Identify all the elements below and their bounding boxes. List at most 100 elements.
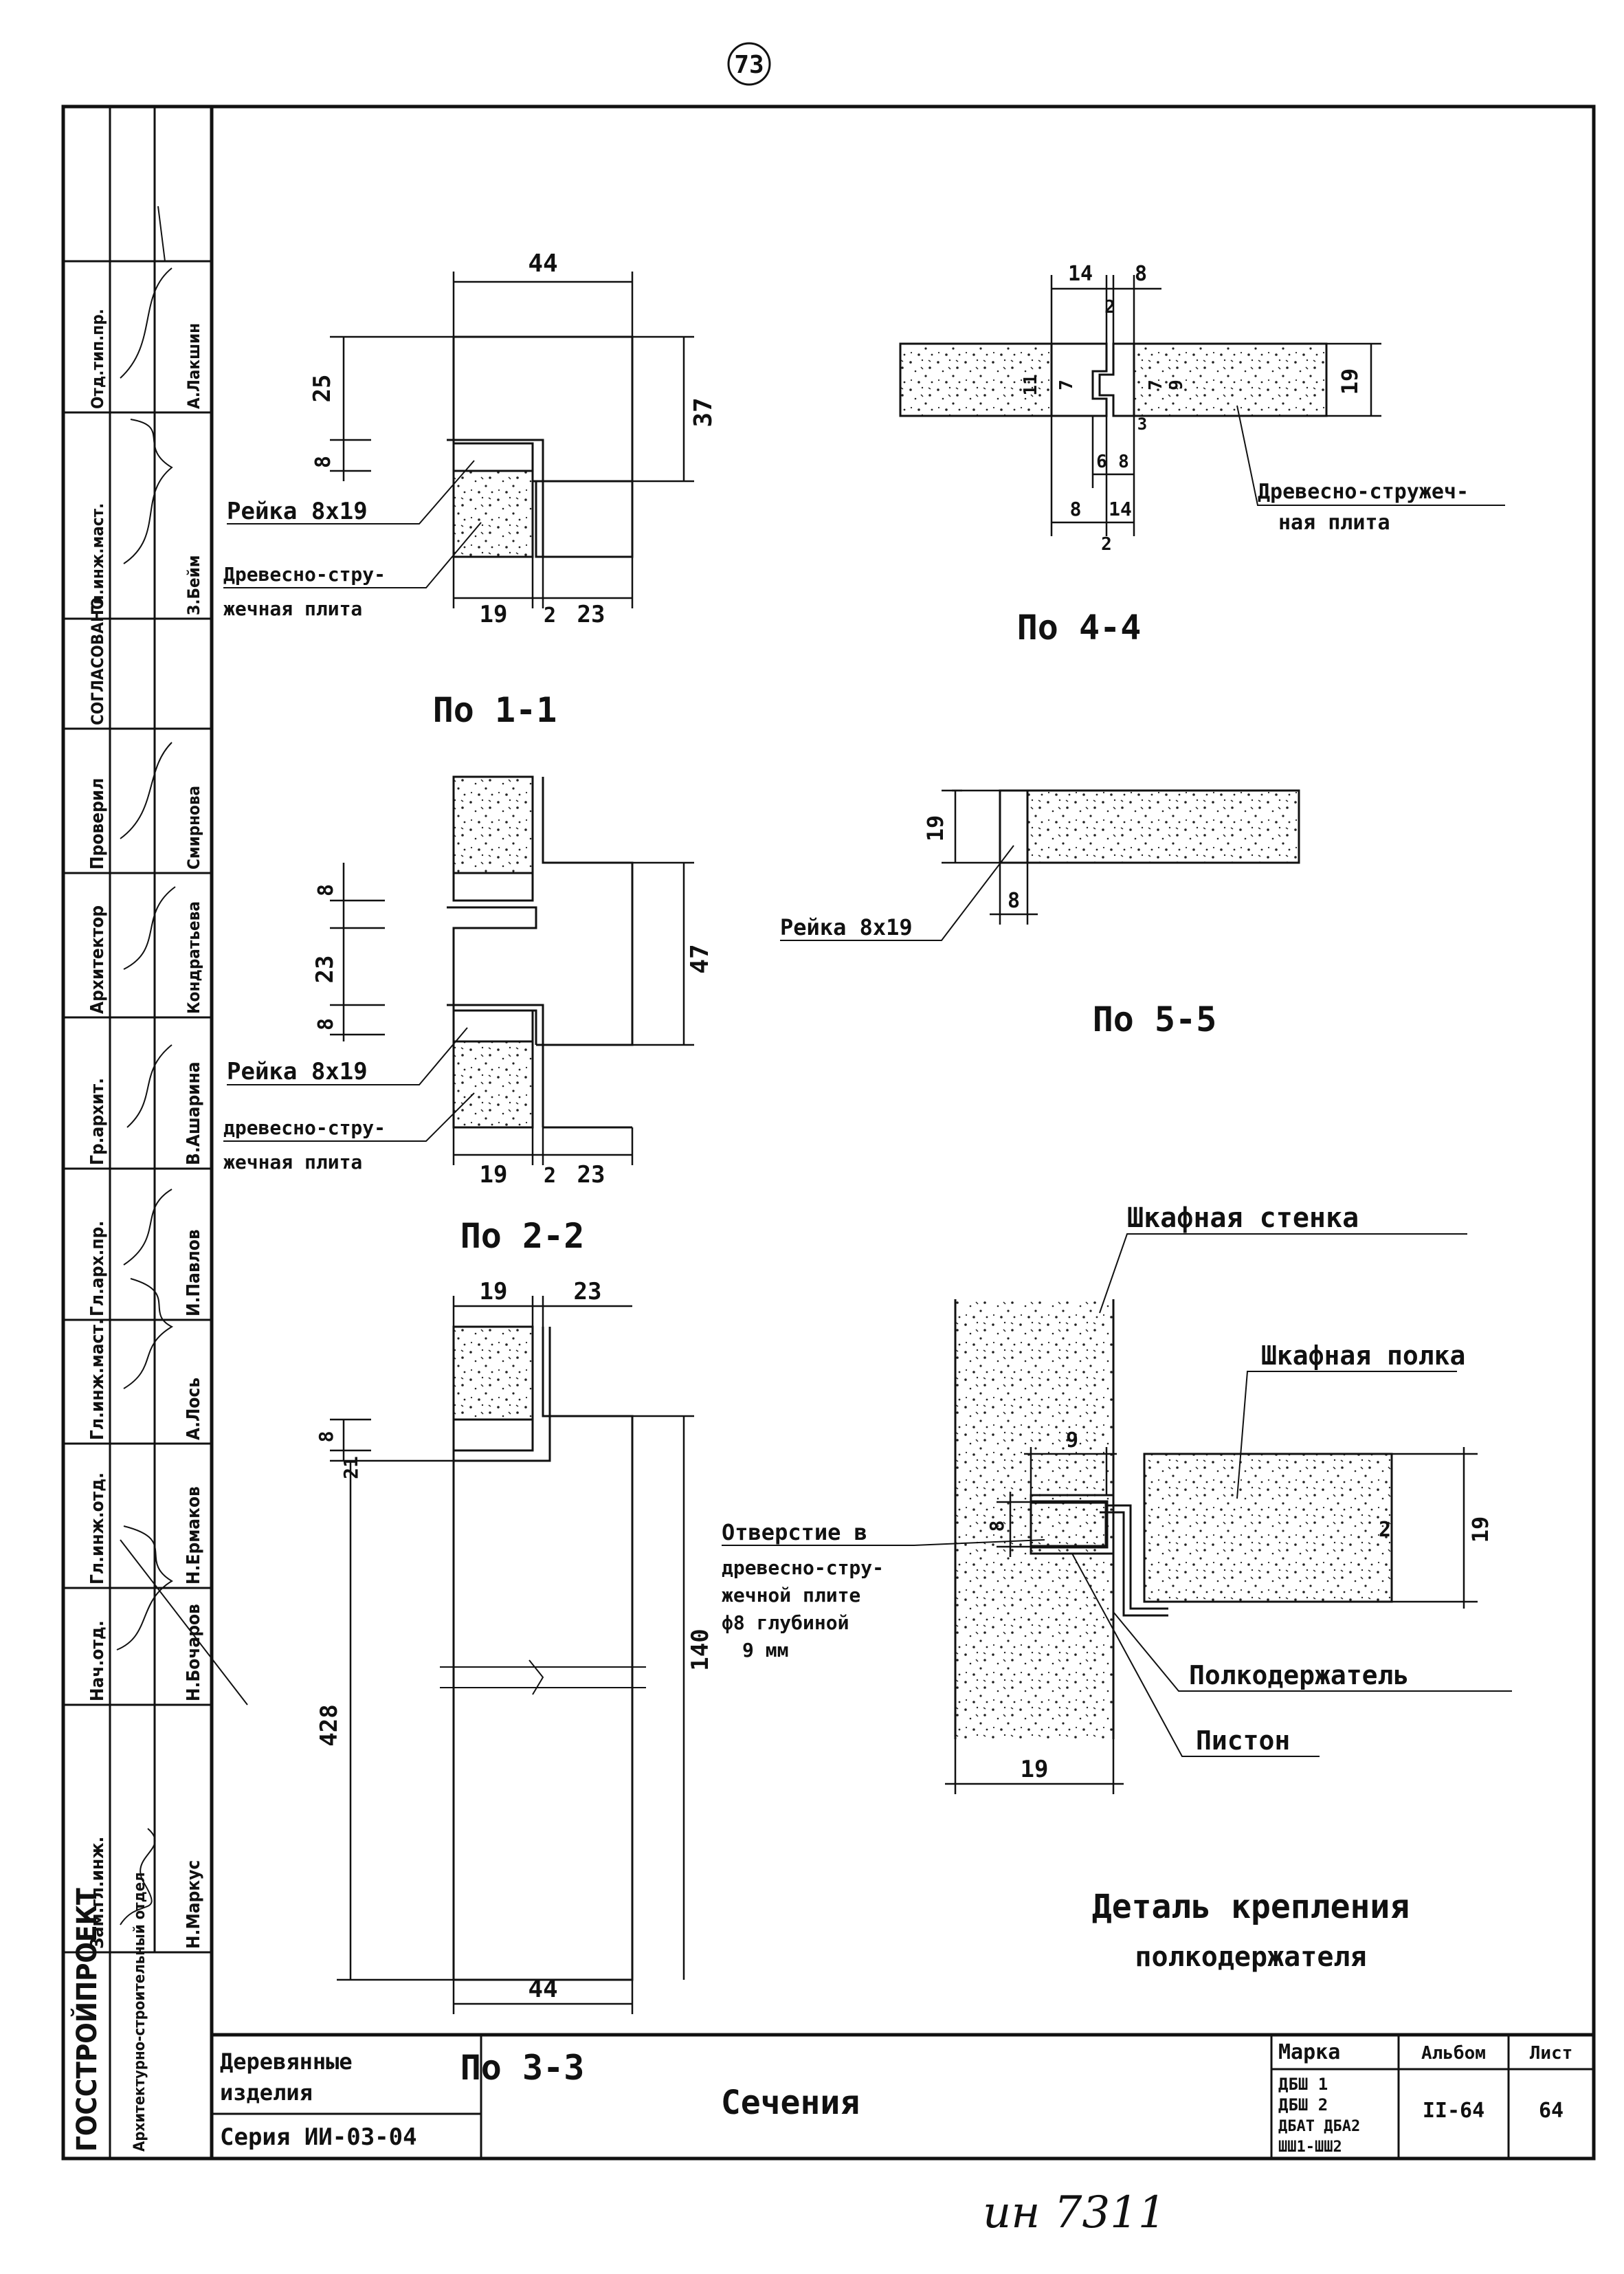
label-rail: Рейка 8х19: [227, 1058, 368, 1085]
rail-top: [452, 872, 534, 902]
label-hole-4: ф8 глубиной: [722, 1611, 849, 1634]
stamp-agreed-name-1: З.Бейм: [184, 555, 203, 615]
sheet-title: Сечения: [721, 2084, 860, 2122]
dim-top-2: 23: [574, 1278, 602, 1305]
dim-left-1: 8: [314, 884, 338, 896]
series: Серия ИИ-03-04: [220, 2123, 417, 2151]
page-number-text: 73: [734, 51, 764, 79]
label-board-1: древесно-стру-: [223, 1116, 386, 1139]
stamp-agreed-title: СОГЛАСОВАНО: [88, 597, 107, 725]
section-4-4: 14 8 2 11 7 7 9 3 19 6 8 8 14 2 Древесно…: [899, 262, 1505, 648]
dim-bottom-2: 2: [544, 1164, 556, 1188]
chipboard: [452, 470, 534, 558]
cabinet-shelf: [1143, 1453, 1393, 1603]
stamp-organization: ГОССТРОЙПРОЕКТ: [70, 1888, 103, 2152]
label-holder: Полкодержатель: [1189, 1660, 1409, 1690]
dim-left-2: 23: [311, 956, 339, 984]
album-header: Альбом: [1421, 2043, 1486, 2064]
dim-hole-dia: 8: [986, 1521, 1008, 1532]
page-number: 73: [727, 42, 771, 86]
marka-line-3: ДБАТ ДБА2: [1278, 2118, 1360, 2135]
stamp-role-7: Архитектор: [87, 905, 108, 1014]
stamp-name-5: И.Павлов: [183, 1229, 204, 1316]
caption: По 4-4: [1017, 608, 1142, 648]
stamp-name-2: Н.Бочаров: [183, 1604, 204, 1701]
detail-title-1: Деталь крепления: [1092, 1888, 1410, 1926]
stamp-agreed-name-2: А.Лакшин: [184, 323, 203, 409]
dim-wall: 19: [1021, 1756, 1049, 1783]
stamp-name-7: Кондратьева: [184, 901, 203, 1014]
label-board-2: жечная плита: [223, 597, 362, 620]
dim-top-1: 19: [480, 1278, 508, 1305]
inventory-number: ин 7311: [983, 2187, 1166, 2238]
stamp-name-4: А.Лось: [183, 1378, 204, 1440]
marka-line-1: ДБШ 1: [1278, 2075, 1328, 2094]
rail-left: [1050, 342, 1108, 417]
label-board-2: жечная плита: [223, 1151, 362, 1173]
stamp-role-1: Зам.гл.инж.: [87, 1837, 108, 1949]
stamp-department: Архитектурно-строительный отдел: [131, 1872, 148, 2152]
stamp-agreed-role-1: Гл.инж.маст.: [88, 503, 107, 615]
dim-left-total: 428: [315, 1704, 343, 1746]
dim-bottom-upper-1: 6: [1096, 452, 1107, 472]
dim-inner-small: 3: [1137, 415, 1147, 434]
label-wall: Шкафная стенка: [1127, 1202, 1359, 1234]
stamp-name-3: Н.Ермаков: [183, 1486, 204, 1585]
dim-left-upper: 25: [309, 375, 336, 403]
section-1-1: 44 37 25 8 19 2 23 Рейка 8х19 Древесно-с…: [223, 250, 718, 730]
dim-left-lower: 8: [311, 456, 335, 468]
category-1: Деревянные: [220, 2049, 353, 2075]
label-board-1: Древесно-стружеч-: [1258, 480, 1469, 504]
dim-top-2: 8: [1135, 262, 1147, 286]
dim-inner-right: 7: [1146, 379, 1166, 390]
label-rail: Рейка 8х19: [227, 498, 368, 525]
album-value: II-64: [1423, 2099, 1484, 2123]
detail-shelf-holder: 9 8 19 2 19 Шкафная стенка Шкафная полка…: [722, 1202, 1512, 1973]
dim-bottom-1: 19: [480, 601, 508, 628]
dim-shelf-gap: 2: [1379, 1518, 1391, 1542]
rail: [999, 789, 1029, 864]
label-piston: Пистон: [1196, 1725, 1290, 1756]
caption: По 3-3: [460, 2048, 585, 2088]
dim-inner-left2: 7: [1056, 379, 1077, 390]
dim-bottom-1: 19: [480, 1161, 508, 1189]
section-3-3: 19 23 8 21 428 140 44 По 3-3: [315, 1278, 714, 2088]
dim-hole-depth: 9: [1066, 1428, 1078, 1453]
marka-line-4: ШШ1-ШШ2: [1278, 2139, 1342, 2156]
stamp-role-4: Гл.инж.маст.: [87, 1318, 108, 1440]
rail-bottom: [452, 1009, 534, 1043]
dim-bottom: 44: [528, 1975, 557, 2003]
label-hole-3: жечной плите: [722, 1584, 860, 1607]
label-board-2: ная плита: [1278, 511, 1390, 535]
stamp-role-5: Гл.арх.пр.: [87, 1221, 108, 1316]
dim-bottom-1: 8: [1070, 498, 1082, 520]
dim-left: 19: [922, 815, 948, 842]
signature-scribbles: [116, 206, 248, 1925]
dim-top-gap: 2: [1104, 297, 1115, 318]
dim-bottom-2: 2: [544, 604, 556, 628]
dim-top-1: 14: [1068, 262, 1093, 286]
side-stamp: ГОССТРОЙПРОЕКТ Архитектурно-строительный…: [63, 107, 248, 2159]
dim-left-3: 8: [314, 1018, 338, 1030]
dim-bottom-2: 14: [1109, 498, 1132, 520]
caption: По 2-2: [460, 1216, 585, 1256]
dim-shelf-thickness: 19: [1467, 1516, 1493, 1543]
stamp-name-6: В.Ашарина: [183, 1061, 204, 1165]
dim-inner-left: 11: [1021, 374, 1041, 395]
dim-bottom-gap: 2: [1101, 534, 1112, 555]
chipboard: [1026, 789, 1300, 864]
marka-line-2: ДБШ 2: [1278, 2095, 1328, 2115]
shelf-holder: [1100, 1511, 1168, 1617]
caption: По 1-1: [433, 690, 557, 730]
dim-bottom: 8: [1008, 889, 1020, 913]
label-hole-1: Отверстие в: [722, 1519, 867, 1545]
dim-bottom-upper-2: 8: [1118, 452, 1129, 472]
section-5-5: 19 8 Рейка 8х19 По 5-5: [780, 789, 1300, 1039]
stamp-agreed-role-2: Отд.тип.пр.: [88, 309, 107, 409]
label-shelf: Шкафная полка: [1261, 1340, 1465, 1371]
stamp-role-8: Проверил: [87, 778, 108, 870]
chipboard: [452, 1325, 534, 1421]
marka-header: Марка: [1278, 2040, 1340, 2064]
chipboard-bottom: [452, 1040, 534, 1129]
